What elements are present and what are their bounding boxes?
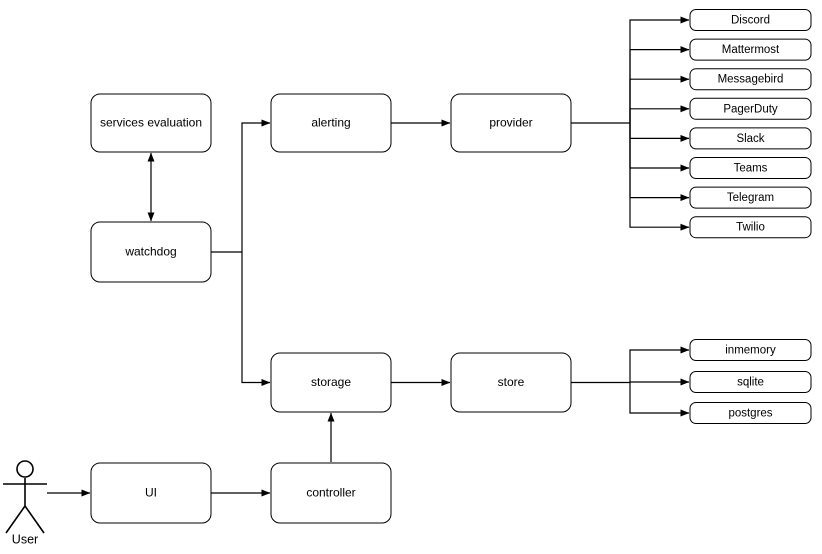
leaf-label: Slack: [736, 133, 764, 145]
leaf-box: [689, 9, 812, 31]
leaf-box: [689, 186, 812, 209]
leaf-box: [689, 97, 812, 120]
leaf-label: Twilio: [736, 222, 765, 234]
leaf-label: postgres: [728, 408, 772, 420]
leaf-label: Mattermost: [722, 44, 780, 56]
node-storage[interactable]: storage: [270, 352, 392, 413]
leaf-label: Messagebird: [718, 74, 784, 86]
node-box: [90, 221, 212, 283]
node-box: [450, 352, 572, 413]
leaf-box: [689, 371, 812, 393]
actor-layer: User: [3, 460, 47, 546]
node-label: UI: [145, 486, 157, 500]
leaf-label: PagerDuty: [723, 103, 778, 115]
node-label: watchdog: [124, 245, 176, 259]
leaf-box: [689, 38, 812, 61]
node-label: store: [498, 375, 525, 389]
leaf-box: [689, 127, 812, 150]
node-ui[interactable]: UI: [90, 462, 212, 524]
edge-provider-teams: [629, 123, 690, 172]
edge-provider-pagerduty: [629, 105, 690, 123]
store-target-sqlite[interactable]: sqlite: [689, 371, 812, 393]
provider-target-teams[interactable]: Teams: [689, 157, 812, 179]
edge-provider-mattermost: [629, 46, 690, 123]
edge-watchdog-storage: [241, 252, 271, 386]
node-label: provider: [489, 116, 532, 130]
provider-target-slack[interactable]: Slack: [689, 127, 812, 150]
node-box: [270, 352, 392, 413]
actor-user[interactable]: User: [3, 460, 47, 546]
node-box: [270, 462, 392, 524]
provider-target-mattermost[interactable]: Mattermost: [689, 38, 812, 61]
provider-target-telegram[interactable]: Telegram: [689, 186, 812, 209]
actor-head-icon: [16, 460, 34, 478]
actor-leg-right: [24, 505, 45, 534]
node-box: [450, 93, 572, 153]
edge-store-inmemory: [629, 346, 690, 383]
edge-provider-messagebird: [629, 75, 690, 123]
leaf-label: sqlite: [737, 377, 764, 389]
node-watchdog[interactable]: watchdog: [90, 221, 212, 283]
nodes-layer: services evaluation watchdog alerting provi…: [90, 93, 572, 524]
leaves-layer: DiscordMattermostMessagebirdPagerDutySla…: [689, 9, 812, 424]
edges-layer: [47, 16, 690, 497]
provider-target-pagerduty[interactable]: PagerDuty: [689, 97, 812, 120]
leaf-box: [689, 402, 812, 424]
leaf-box: [689, 68, 812, 91]
node-alerting[interactable]: alerting: [270, 93, 392, 153]
node-box: [270, 93, 392, 153]
node-provider[interactable]: provider: [450, 93, 572, 153]
actor-label: User: [12, 532, 38, 546]
node-services-evaluation[interactable]: services evaluation: [90, 93, 212, 153]
provider-target-messagebird[interactable]: Messagebird: [689, 68, 812, 91]
node-box: [90, 462, 212, 524]
leaf-box: [689, 339, 812, 361]
node-label: services evaluation: [100, 116, 202, 130]
node-controller[interactable]: controller: [270, 462, 392, 524]
node-box: [90, 93, 212, 153]
node-label: storage: [311, 375, 351, 389]
node-label: alerting: [311, 116, 350, 130]
store-target-inmemory[interactable]: inmemory: [689, 339, 812, 361]
node-store[interactable]: store: [450, 352, 572, 413]
edge-provider-twilio: [629, 123, 690, 231]
edge-watchdog-alerting: [241, 119, 271, 252]
node-label: controller: [306, 486, 355, 500]
edge-provider-telegram: [629, 123, 690, 202]
edge-store-sqlite: [629, 378, 690, 386]
actor-leg-left: [5, 505, 26, 534]
provider-target-discord[interactable]: Discord: [689, 9, 812, 31]
edge-store-postgres: [629, 382, 690, 417]
leaf-label: Teams: [734, 163, 768, 175]
edge-provider-discord: [629, 16, 690, 123]
leaf-label: inmemory: [725, 345, 776, 357]
leaf-box: [689, 216, 812, 239]
leaf-label: Discord: [731, 15, 770, 27]
store-target-postgres[interactable]: postgres: [689, 402, 812, 424]
leaf-label: Telegram: [727, 192, 774, 204]
leaf-box: [689, 157, 812, 179]
edge-provider-slack: [629, 123, 690, 142]
provider-target-twilio[interactable]: Twilio: [689, 216, 812, 239]
